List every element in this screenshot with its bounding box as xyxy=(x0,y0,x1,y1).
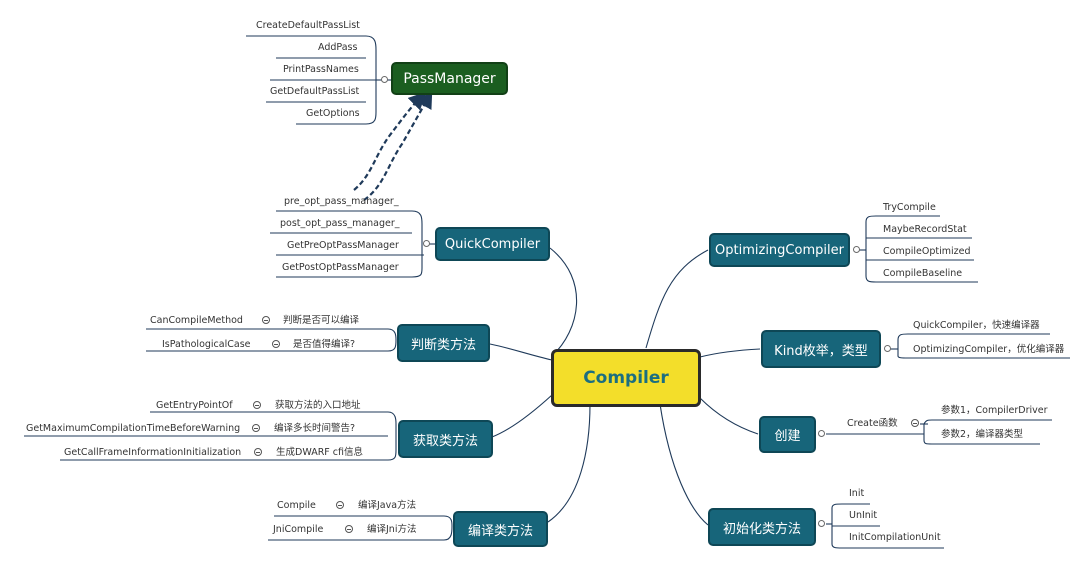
method-jni-compile: JniCompile xyxy=(273,524,324,535)
collapse-dot[interactable] xyxy=(423,240,430,247)
compile-methods-topic[interactable]: 编译类方法 xyxy=(453,511,548,547)
note-is-pathological-case: 是否值得编译? xyxy=(293,339,356,350)
note-marker-icon[interactable] xyxy=(911,419,919,427)
collapse-dot[interactable] xyxy=(818,520,825,527)
note-get-entry-point-of: 获取方法的入口地址 xyxy=(275,400,361,411)
create-param-2: 参数2，编译器类型 xyxy=(941,429,1024,440)
method-is-pathological-case: IsPathologicalCase xyxy=(162,339,251,350)
enum-optimizing-compiler: OptimizingCompiler，优化编译器 xyxy=(913,344,1065,355)
kind-enum-topic[interactable]: Kind枚举，类型 xyxy=(761,330,881,368)
method-get-default-pass-list: GetDefaultPassList xyxy=(270,86,360,97)
method-init: Init xyxy=(849,488,865,499)
quick-compiler-topic[interactable]: QuickCompiler xyxy=(435,227,550,261)
note-compile: 编译Java方法 xyxy=(358,500,417,511)
note-marker-icon[interactable] xyxy=(253,401,261,409)
enum-quick-compiler: QuickCompiler，快速编译器 xyxy=(913,320,1040,331)
method-maybe-record-stat: MaybeRecordStat xyxy=(883,224,967,235)
note-get-max-compilation-time: 编译多长时间警告? xyxy=(274,423,356,434)
method-get-options: GetOptions xyxy=(306,108,360,119)
collapse-dot[interactable] xyxy=(853,246,860,253)
method-try-compile: TryCompile xyxy=(883,202,936,213)
note-marker-icon[interactable] xyxy=(345,525,353,533)
note-marker-icon[interactable] xyxy=(252,424,260,432)
judge-methods-topic[interactable]: 判断类方法 xyxy=(397,324,490,362)
note-jni-compile: 编译Jni方法 xyxy=(367,524,417,535)
method-get-entry-point-of: GetEntryPointOf xyxy=(156,400,233,411)
method-compile-optimized: CompileOptimized xyxy=(883,246,971,257)
note-marker-icon[interactable] xyxy=(272,340,280,348)
method-print-pass-names: PrintPassNames xyxy=(283,64,359,75)
collapse-dot[interactable] xyxy=(381,76,388,83)
collapse-dot[interactable] xyxy=(818,430,825,437)
note-can-compile: 判断是否可以编译 xyxy=(283,315,360,326)
create-topic[interactable]: 创建 xyxy=(759,416,816,453)
method-compile-baseline: CompileBaseline xyxy=(883,268,963,279)
note-marker-icon[interactable] xyxy=(254,448,262,456)
method-add-pass: AddPass xyxy=(318,42,358,53)
method-create-default-pass-list: CreateDefaultPassList xyxy=(256,20,360,31)
optimizing-compiler-topic[interactable]: OptimizingCompiler xyxy=(709,233,850,267)
method-compile: Compile xyxy=(277,500,316,511)
create-param-1: 参数1，CompilerDriver xyxy=(941,405,1048,416)
note-marker-icon[interactable] xyxy=(262,316,270,324)
note-marker-icon[interactable] xyxy=(336,501,344,509)
method-get-call-frame-info-init: GetCallFrameInformationInitialization xyxy=(64,447,242,458)
central-topic[interactable]: Compiler xyxy=(551,349,701,407)
method-get-max-compilation-time: GetMaximumCompilationTimeBeforeWarning xyxy=(26,423,241,434)
member-pre-opt-pass-manager: pre_opt_pass_manager_ xyxy=(284,196,399,207)
method-uninit: UnInit xyxy=(849,510,878,521)
method-can-compile: CanCompileMethod xyxy=(150,315,243,326)
init-methods-topic[interactable]: 初始化类方法 xyxy=(708,508,816,546)
method-init-compilation-unit: InitCompilationUnit xyxy=(849,532,941,543)
method-get-pre-opt-pass-manager: GetPreOptPassManager xyxy=(287,240,399,251)
get-methods-topic[interactable]: 获取类方法 xyxy=(398,420,493,458)
create-function: Create函数 xyxy=(847,418,898,429)
pass-manager-topic[interactable]: PassManager xyxy=(391,62,508,95)
collapse-dot[interactable] xyxy=(884,345,891,352)
member-post-opt-pass-manager: post_opt_pass_manager_ xyxy=(280,218,400,229)
method-get-post-opt-pass-manager: GetPostOptPassManager xyxy=(282,262,399,273)
note-get-call-frame-info-init: 生成DWARF cfi信息 xyxy=(276,447,363,458)
